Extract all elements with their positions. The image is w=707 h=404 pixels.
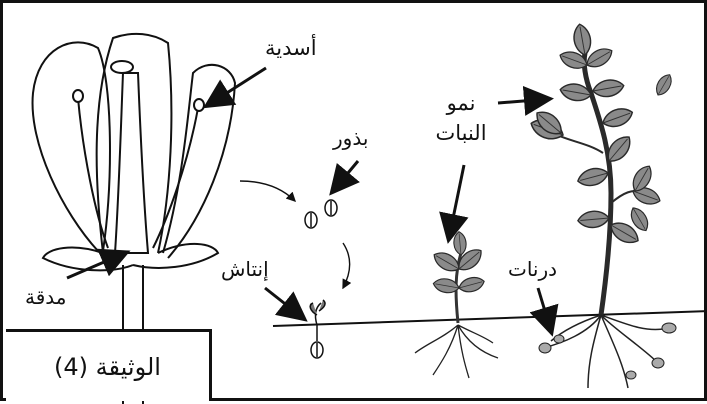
label-pistil: مدقة [25, 285, 67, 309]
germinating-seed-drawing [309, 299, 326, 359]
young-plant-drawing [414, 230, 499, 379]
grown-plant-drawing [527, 22, 677, 389]
document-label: الوثيقة (4) [54, 352, 161, 381]
label-growth-line2: النبات [435, 121, 487, 145]
label-stamens: أسدية [265, 36, 317, 60]
document-label-box: الوثيقة (4) [6, 329, 212, 401]
label-growth-line1: نمو [446, 91, 476, 115]
label-tubers: درنات [508, 257, 558, 281]
label-seeds: بذور [333, 126, 369, 150]
label-germination: إنتاش [221, 257, 269, 281]
seeds-drawing [304, 199, 338, 229]
